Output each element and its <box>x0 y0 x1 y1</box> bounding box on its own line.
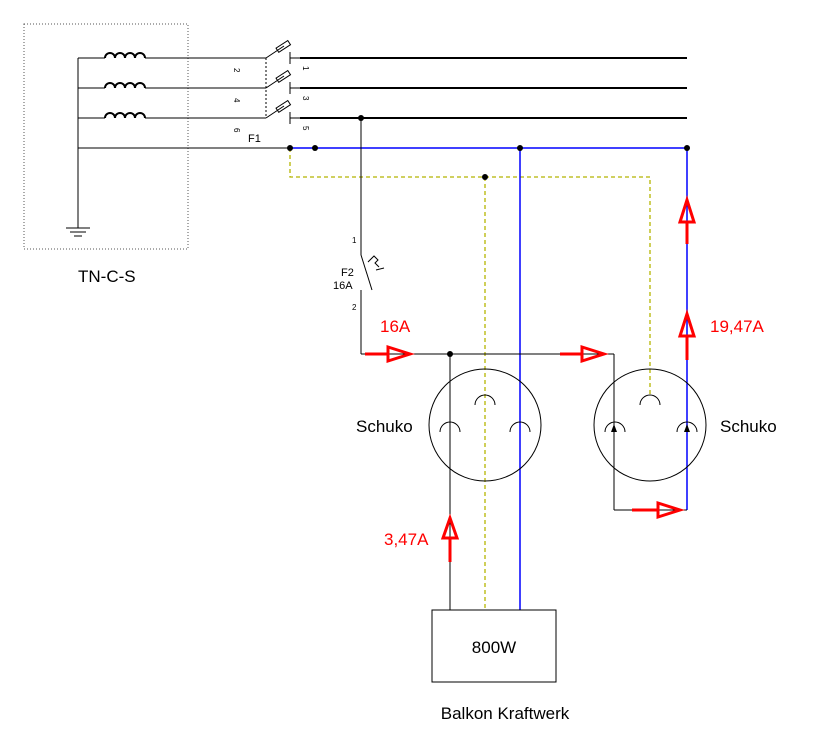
socket-2-label: Schuko <box>720 417 777 436</box>
supply-wiring <box>66 57 290 237</box>
coil-icon-l1 <box>102 52 258 59</box>
breaker-name: F2 <box>341 267 354 279</box>
main-fuse-label: F1 <box>248 133 261 145</box>
terminal-in-6: 6 <box>232 128 241 133</box>
current-arrow-icon-socket2-return <box>632 500 685 520</box>
pe-bus <box>289 148 651 397</box>
coil-icon-l3 <box>102 112 258 119</box>
current-label-breaker: 16A <box>380 317 411 336</box>
terminal-in-2: 2 <box>232 68 241 73</box>
junction-dots <box>287 115 690 357</box>
current-arrow-icon-load-upper <box>677 195 697 244</box>
ground-icon <box>66 227 90 237</box>
breaker-rating: 16A <box>333 280 353 292</box>
coil-icon-l2 <box>102 82 258 89</box>
terminal-in-4: 4 <box>232 98 241 103</box>
breaker-f2 <box>360 254 385 354</box>
terminal-out-5: 5 <box>301 126 310 131</box>
current-label-balcony: 3,47A <box>384 530 429 549</box>
socket-1-label: Schuko <box>356 417 413 436</box>
terminal-out-1: 1 <box>301 66 310 71</box>
fuse-switch-f1 <box>258 39 300 124</box>
current-label-load: 19,47A <box>710 317 765 336</box>
current-arrow-icon-load-lower <box>677 309 697 360</box>
balcony-plant-box <box>431 609 557 683</box>
balcony-plant-label: Balkon Kraftwerk <box>441 704 570 723</box>
supply-box <box>23 23 189 250</box>
breaker-pin-bottom: 2 <box>352 303 357 312</box>
current-arrow-icon-balcony <box>440 513 460 562</box>
current-arrow-icon-socket2-feed <box>560 344 609 364</box>
socket-2 <box>593 368 707 482</box>
current-arrow-icon-breaker <box>365 344 415 364</box>
breaker-pin-top: 1 <box>352 236 357 245</box>
balcony-plant-power: 800W <box>472 638 516 657</box>
supply-label: TN-C-S <box>78 267 136 286</box>
socket-1 <box>428 368 542 482</box>
terminal-out-3: 3 <box>301 96 310 101</box>
